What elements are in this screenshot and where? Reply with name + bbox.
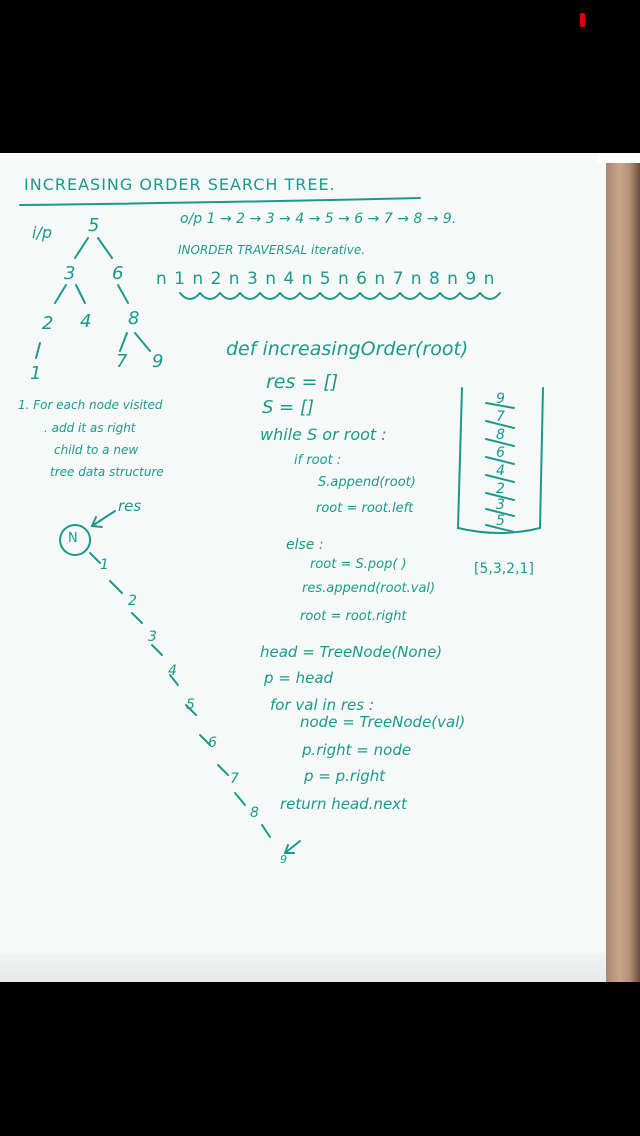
tree-node: 4 <box>80 311 92 332</box>
board-title: INCREASING ORDER SEARCH TREE. <box>24 175 336 194</box>
note-line: . add it as right <box>44 421 136 435</box>
code-line: else : <box>286 537 324 553</box>
code-line: res.append(root.val) <box>302 581 436 596</box>
photo-viewer[interactable]: INCREASING ORDER SEARCH TREE. i/p o/p 1 … <box>0 153 640 982</box>
stack-value: 9 <box>496 391 505 407</box>
note-line: 1. For each node visited <box>18 398 163 412</box>
traversal-sequence: n 1 n 2 n 3 n 4 n 5 n 6 n 7 n 8 n 9 n <box>156 269 496 289</box>
chain-value: 1 <box>100 557 109 573</box>
code-line: return head.next <box>280 795 407 813</box>
code-line: S.append(root) <box>318 475 416 490</box>
chain-value: 5 <box>186 697 195 713</box>
chain-value: 4 <box>168 663 177 679</box>
tree-node: 2 <box>42 313 54 334</box>
code-line: root = root.right <box>300 609 407 624</box>
code-line: root = S.pop( ) <box>310 557 407 572</box>
stack-value: 2 <box>496 481 505 497</box>
board-bottom-edge <box>0 953 606 982</box>
code-line: node = TreeNode(val) <box>300 713 466 731</box>
handwriting-strokes <box>19 197 544 854</box>
stack-value: 5 <box>496 513 505 529</box>
battery-icon <box>580 13 585 27</box>
tree-node: 5 <box>88 215 100 236</box>
chain-value: 3 <box>148 629 157 645</box>
note-line: tree data structure <box>50 465 164 479</box>
frame-gap <box>597 153 640 163</box>
chain-root-node: N <box>68 531 78 546</box>
code-line: p.right = node <box>302 741 412 759</box>
stack-value: 8 <box>496 427 505 443</box>
code-line: for val in res : <box>270 696 374 714</box>
input-label: i/p <box>32 223 52 242</box>
whiteboard: INCREASING ORDER SEARCH TREE. i/p o/p 1 … <box>0 153 606 982</box>
board-frame <box>606 153 640 982</box>
chain-value: 9 <box>280 853 287 866</box>
res-label: res <box>118 497 142 515</box>
tree-node: 1 <box>30 363 42 384</box>
chain-value: 8 <box>250 805 259 821</box>
stack-value: 4 <box>496 463 505 479</box>
code-line: while S or root : <box>260 425 387 444</box>
code-line: if root : <box>294 453 342 468</box>
output-line: o/p 1 → 2 → 3 → 4 → 5 → 6 → 7 → 8 → 9. <box>180 211 457 227</box>
tree-node: 3 <box>64 263 76 284</box>
stack-value: 7 <box>496 409 505 425</box>
chain-value: 2 <box>128 593 137 609</box>
status-bar <box>0 0 640 40</box>
tree-node: 7 <box>116 351 128 372</box>
chain-value: 6 <box>208 735 217 751</box>
tree-node: 6 <box>112 263 124 284</box>
code-line: S = [] <box>262 397 314 418</box>
stack-snapshot: [5,3,2,1] <box>474 561 534 577</box>
note-line: child to a new <box>54 443 139 457</box>
code-line: p = p.right <box>304 767 386 785</box>
chain-value: 7 <box>230 771 239 787</box>
code-line: res = [] <box>266 371 339 393</box>
code-line: head = TreeNode(None) <box>260 643 443 661</box>
traversal-heading: INORDER TRAVERSAL iterative. <box>178 243 366 257</box>
code-line: p = head <box>264 669 334 687</box>
stack-value: 6 <box>496 445 505 461</box>
tree-node: 8 <box>128 308 140 329</box>
tree-node: 9 <box>152 351 164 372</box>
code-line: def increasingOrder(root) <box>226 338 469 360</box>
stack-value: 3 <box>496 497 505 513</box>
code-line: root = root.left <box>316 501 414 516</box>
